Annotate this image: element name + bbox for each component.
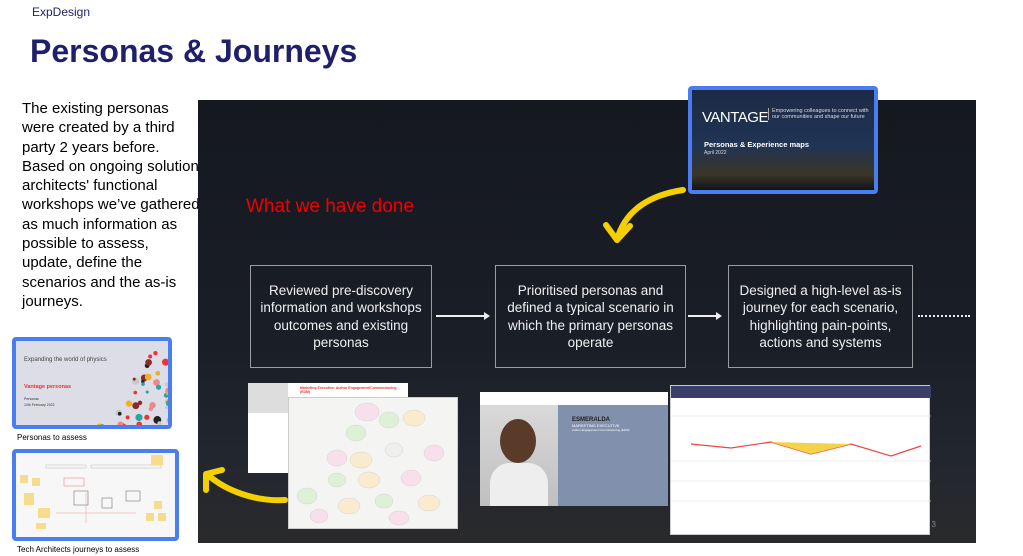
slide-heading: What we have done (246, 196, 414, 217)
brand-label: ExpDesign (32, 5, 91, 19)
thumb-line: Personas (24, 397, 39, 401)
persona-card-image: ESMERALDA MARKETING EXECUTIVE Author Eng… (480, 392, 668, 506)
dotted-arrow-icon (918, 315, 970, 317)
dots-graphic (96, 350, 168, 425)
journey-map-graphic (20, 455, 166, 529)
personas-caption: Personas to assess (17, 433, 87, 442)
arrow-right-icon (436, 312, 490, 320)
mind-map-image (288, 397, 458, 529)
persona-role: MARKETING EXECUTIVE (572, 423, 620, 428)
vantage-date: April 2022 (704, 150, 727, 156)
doc-title: Marketing Executive: Author Engagement/C… (300, 386, 397, 394)
thumb-title: Expanding the world of physics (24, 357, 107, 363)
yellow-arrow-icon (205, 472, 288, 504)
yellow-arrowhead-icon (603, 222, 633, 243)
page-number: 3 (931, 520, 936, 529)
step-box-2: Prioritised personas and defined a typic… (495, 265, 686, 368)
vantage-logo: VANTAGE (702, 109, 768, 126)
yellow-arrow-icon (614, 187, 686, 243)
persona-team: Author Engagement Commissioning (EDM) (572, 428, 630, 432)
step-box-1: Reviewed pre-discovery information and w… (250, 265, 432, 368)
thumb-line: 10th February 2022 (24, 403, 55, 407)
arrow-right-icon (688, 312, 722, 320)
intro-text: The existing personas were created by a … (22, 100, 200, 310)
vantage-title: Personas & Experience maps (704, 140, 810, 149)
vantage-thumbnail[interactable]: VANTAGE Empowering colleagues to connect… (688, 86, 878, 194)
persona-photo (480, 405, 558, 506)
tech-journeys-thumbnail[interactable] (12, 449, 179, 541)
page-title: Personas & Journeys (30, 33, 358, 69)
tech-journeys-caption: Tech Architects journeys to assess (17, 545, 140, 554)
persona-name: ESMERALDA (572, 417, 611, 423)
thumb-subtitle: Vantage personas (24, 384, 72, 390)
step-box-3: Designed a high-level as-is journey for … (728, 265, 913, 368)
vantage-tagline: Empowering colleagues to connect with ou… (768, 108, 873, 120)
persona-card-panel: ESMERALDA MARKETING EXECUTIVE Author Eng… (558, 405, 668, 506)
personas-thumbnail[interactable]: Expanding the world of physics Vantage p… (12, 337, 172, 429)
yellow-arrowhead-icon (203, 467, 225, 493)
journey-map-image (670, 385, 931, 535)
photo (248, 383, 288, 413)
